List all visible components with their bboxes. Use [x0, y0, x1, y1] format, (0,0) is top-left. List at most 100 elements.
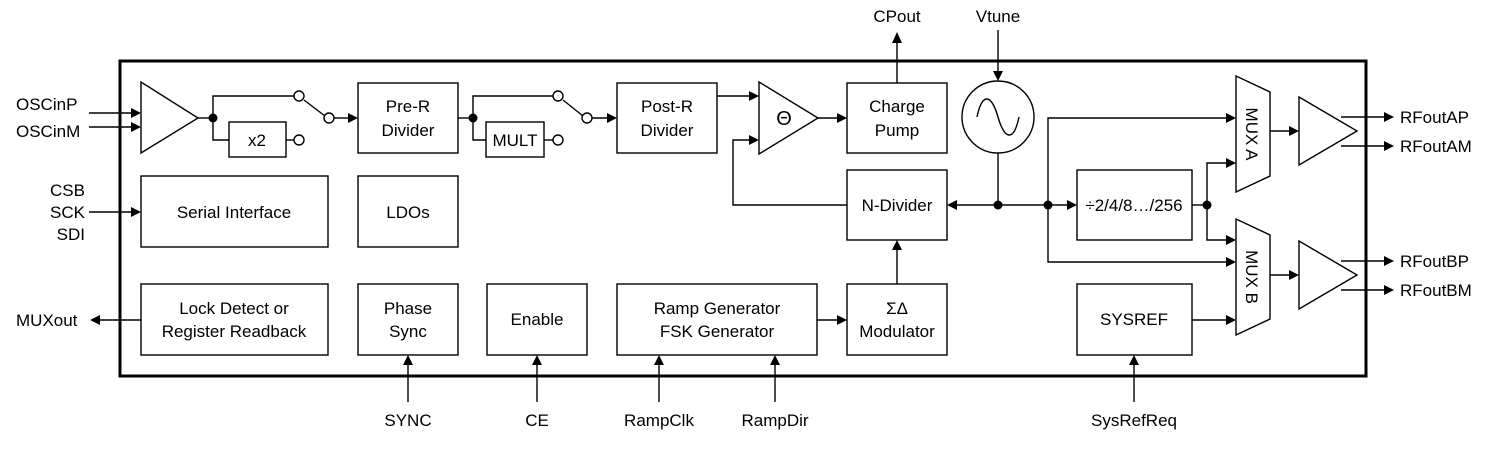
sine-wave-icon	[976, 98, 1020, 136]
arrow-icon	[1384, 285, 1394, 295]
lock-detect	[140, 283, 329, 356]
mux-b-label: MUX B	[1242, 250, 1261, 304]
arrow-icon	[1289, 270, 1299, 280]
pin-rfoutam: RFoutAM	[1400, 137, 1472, 156]
phase-detector-label: Θ	[776, 108, 792, 130]
mult-path	[472, 118, 486, 141]
phase-sync-label-1: Phase	[384, 299, 432, 318]
arrow-icon	[993, 71, 1003, 81]
sd-label-2: Modulator	[859, 322, 935, 341]
output-buffer-a	[1298, 95, 1359, 167]
sysref-label: SYSREF	[1100, 310, 1168, 329]
arrow-icon	[749, 135, 759, 145]
switch-2-blade	[562, 99, 584, 117]
pin-oscinm: OSCinM	[16, 122, 80, 141]
arrow-icon	[90, 315, 100, 325]
sigma-delta-modulator	[846, 283, 948, 356]
input-buffer	[140, 80, 200, 155]
arrow-icon	[1384, 256, 1394, 266]
mult-label: MULT	[492, 131, 537, 150]
arrow-icon	[837, 315, 847, 325]
osc-doubler-path	[212, 118, 229, 141]
output-buffer-b	[1298, 239, 1359, 311]
ramp-generator	[616, 283, 818, 356]
arrow-icon	[1226, 315, 1236, 325]
vco-to-muxa	[1047, 117, 1226, 205]
osc-bypass-path	[212, 95, 294, 118]
mux-b	[1235, 217, 1271, 337]
pin-sysrefreq: SysRefReq	[1091, 411, 1177, 430]
x2-doubler	[228, 121, 287, 158]
arrow-icon	[837, 113, 847, 123]
post-r-divider	[616, 82, 718, 154]
x2-label: x2	[248, 131, 266, 150]
arrow-icon	[348, 113, 358, 123]
ldos-label: LDOs	[386, 203, 429, 222]
post-r-label-2: Divider	[641, 121, 694, 140]
arrow-icon	[654, 355, 664, 365]
arrow-icon	[1067, 200, 1077, 210]
lock-detect-label-2: Register Readback	[162, 322, 307, 341]
vco-to-muxb	[1047, 205, 1226, 263]
chdiv-to-muxb	[1206, 205, 1226, 241]
arrow-icon	[532, 355, 542, 365]
arrow-icon	[892, 240, 902, 250]
channel-divider-label: ÷2/4/8…/256	[1085, 196, 1182, 215]
chdiv-to-muxa	[1206, 162, 1226, 205]
arrow-icon	[131, 122, 141, 132]
switch-terminal	[293, 90, 305, 102]
arrow-icon	[770, 355, 780, 365]
charge-pump-label-2: Pump	[875, 121, 919, 140]
phase-detector	[758, 80, 820, 156]
pin-sck: SCK	[50, 203, 86, 222]
arrow-icon	[1384, 112, 1394, 122]
arrow-icon	[1226, 113, 1236, 123]
pin-vtune: Vtune	[976, 7, 1020, 26]
mux-a	[1235, 74, 1271, 194]
charge-pump-label-1: Charge	[869, 97, 925, 116]
lock-detect-label-1: Lock Detect or	[179, 299, 289, 318]
arrow-icon	[607, 113, 617, 123]
charge-pump	[846, 82, 948, 154]
pin-oscinp: OSCinP	[16, 95, 77, 114]
pin-rampdir: RampDir	[741, 411, 808, 430]
pin-rfoutbm: RFoutBM	[1400, 281, 1472, 300]
switch-terminal	[293, 134, 305, 146]
phase-sync	[357, 283, 459, 356]
ramp-label-2: FSK Generator	[660, 322, 775, 341]
feedback-path	[732, 139, 847, 206]
pre-r-label-1: Pre-R	[386, 97, 430, 116]
arrow-icon	[131, 108, 141, 118]
arrow-icon	[1384, 141, 1394, 151]
arrow-icon	[892, 32, 902, 43]
pin-rfoutap: RFoutAP	[1400, 108, 1469, 127]
arrow-icon	[403, 355, 413, 365]
mult-bypass-path	[472, 95, 553, 118]
pin-csb: CSB	[50, 181, 85, 200]
pin-ce: CE	[525, 411, 549, 430]
mux-a-label: MUX A	[1242, 108, 1261, 162]
pin-rfoutbp: RFoutBP	[1400, 252, 1469, 271]
pin-muxout: MUXout	[16, 311, 78, 330]
enable-label: Enable	[511, 310, 564, 329]
chip-frame	[118, 59, 1368, 378]
switch-1-blade	[303, 99, 326, 117]
sysref-block	[1076, 283, 1193, 356]
pre-r-label-2: Divider	[382, 121, 435, 140]
pin-cpout: CPout	[873, 7, 921, 26]
arrow-icon	[1226, 158, 1236, 168]
switch-pivot	[581, 112, 593, 124]
phase-sync-label-2: Sync	[389, 322, 427, 341]
switch-terminal	[552, 134, 564, 146]
ldos	[357, 175, 459, 248]
arrow-icon	[1226, 235, 1236, 245]
pin-rampclk: RampClk	[624, 411, 694, 430]
arrow-icon	[1289, 126, 1299, 136]
mult-block	[485, 121, 545, 158]
switch-terminal	[552, 90, 564, 102]
pin-sdi: SDI	[57, 225, 85, 244]
post-r-label-1: Post-R	[641, 97, 693, 116]
arrow-icon	[1226, 257, 1236, 267]
junction-dot	[993, 200, 1003, 210]
